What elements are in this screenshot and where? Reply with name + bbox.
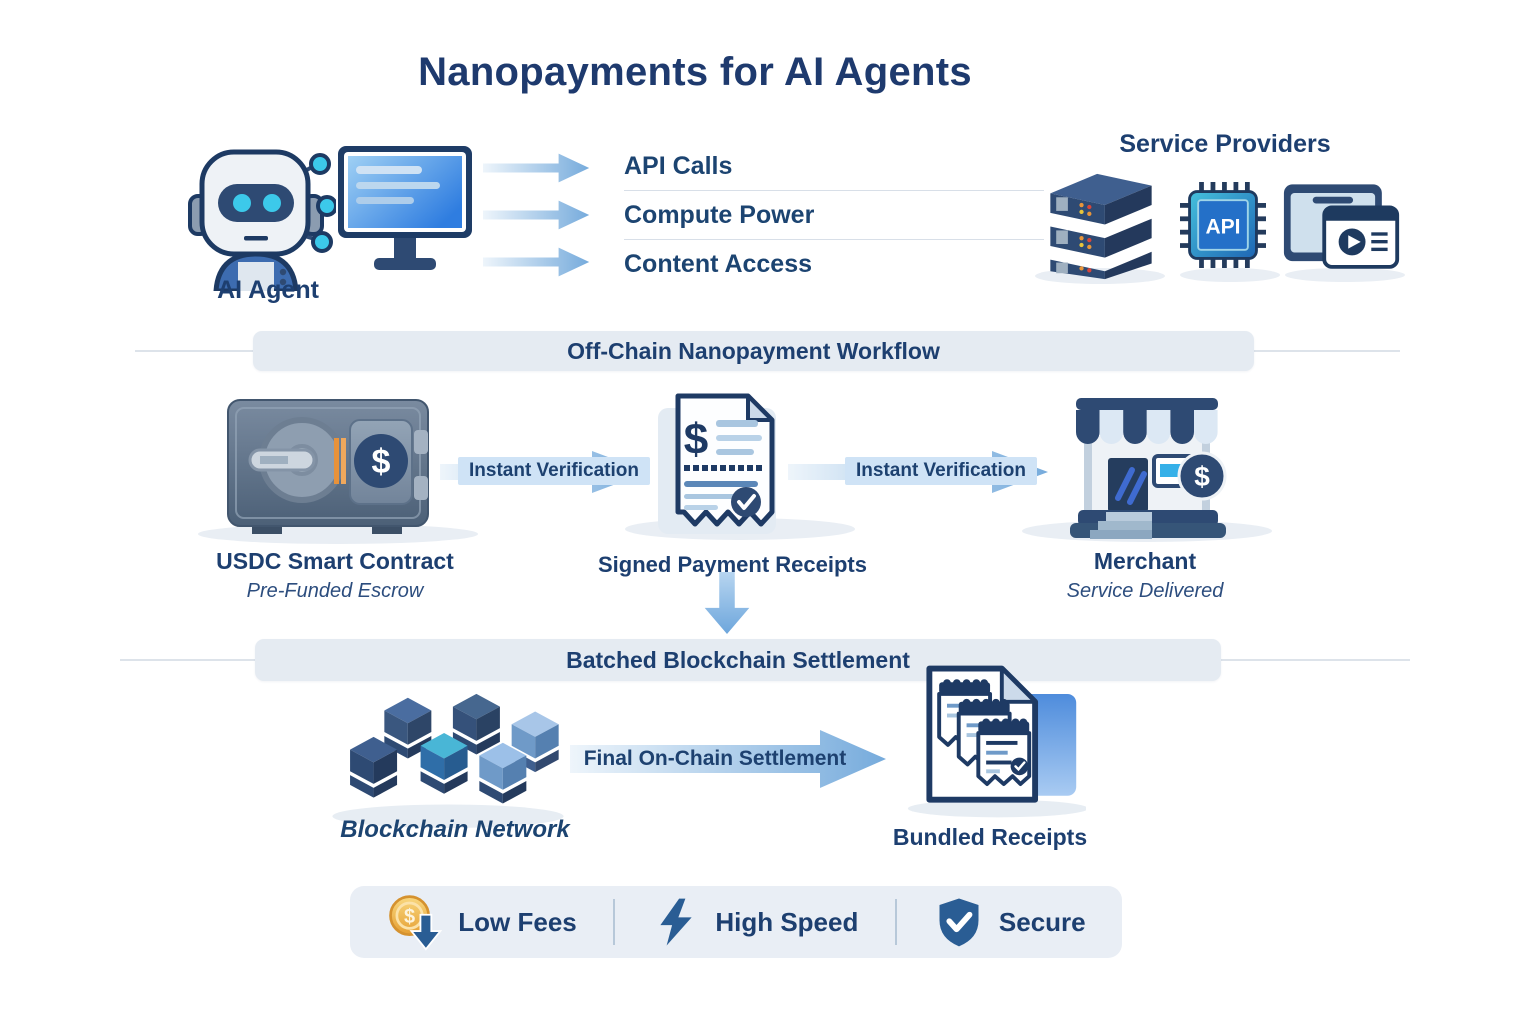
signed-receipt-icon: $ — [658, 393, 776, 534]
page-title: Nanopayments for AI Agents — [418, 50, 972, 94]
api-calls-arrow-icon — [483, 153, 590, 183]
final-settlement-label: Final On-Chain Settlement — [583, 747, 847, 770]
agent-monitor-icon — [338, 146, 472, 270]
media-content-icon — [1283, 184, 1400, 269]
usdc-safe-icon: $ — [227, 399, 429, 534]
bundled-receipts-label: Bundled Receipts — [892, 824, 1088, 850]
instant-verification-label-2: Instant Verification — [845, 457, 1037, 485]
service-providers-title: Service Providers — [1119, 130, 1331, 158]
chip-shadow — [1180, 268, 1280, 282]
safe-dollar-glyph: $ — [372, 443, 391, 481]
feature-secure-label: Secure — [998, 906, 1086, 937]
media-shadow — [1285, 268, 1405, 282]
api-chip-icon: API — [1180, 182, 1266, 268]
compute-power-arrow-icon — [483, 200, 590, 230]
server-stack-icon — [1050, 173, 1152, 280]
service-item-compute-power: Compute Power — [624, 191, 1044, 240]
bundled-receipts-icon — [907, 665, 1086, 818]
ai-agent-label: AI Agent — [217, 276, 319, 304]
coin-down-icon: $ — [389, 895, 443, 951]
escrow-subtitle: Pre-Funded Escrow — [246, 580, 424, 602]
feature-high-speed-label: High Speed — [715, 906, 859, 937]
service-list: API Calls Compute Power Content Access — [624, 142, 1044, 288]
blockchain-network-label: Blockchain Network — [340, 816, 570, 843]
offchain-workflow-banner: Off-Chain Nanopayment Workflow — [253, 331, 1254, 371]
service-item-api-calls: API Calls — [624, 142, 1044, 191]
feature-divider-1 — [613, 899, 616, 945]
feature-low-fees-label: Low Fees — [458, 906, 577, 937]
merchant-store-icon: $ — [1070, 398, 1227, 539]
final-settlement-arrow — [570, 730, 886, 788]
feature-secure: Secure — [933, 895, 1086, 949]
feature-divider-2 — [894, 899, 897, 945]
instant-verification-label-1: Instant Verification — [458, 457, 650, 485]
escrow-title: USDC Smart Contract — [216, 548, 454, 574]
lightning-icon — [660, 898, 692, 946]
settlement-down-arrow — [704, 572, 750, 635]
receipt-dollar-glyph: $ — [684, 415, 708, 464]
feature-high-speed: High Speed — [651, 895, 858, 949]
shield-check-icon — [939, 898, 979, 947]
api-chip-text: API — [1205, 216, 1240, 239]
blockchain-network-icon — [332, 693, 564, 828]
merchant-title: Merchant — [1093, 548, 1197, 574]
coin-dollar-glyph: $ — [404, 906, 415, 928]
service-item-content-access: Content Access — [624, 249, 813, 278]
ai-agent-robot-icon — [188, 149, 336, 291]
feature-low-fees: $ Low Fees — [386, 893, 577, 951]
merchant-dollar-glyph: $ — [1194, 461, 1210, 492]
merchant-subtitle: Service Delivered — [1066, 580, 1224, 602]
features-bar: $ Low Fees High Speed Secure — [350, 886, 1122, 958]
settlement-banner: Batched Blockchain Settlement — [255, 639, 1221, 681]
content-access-arrow-icon — [483, 247, 590, 277]
